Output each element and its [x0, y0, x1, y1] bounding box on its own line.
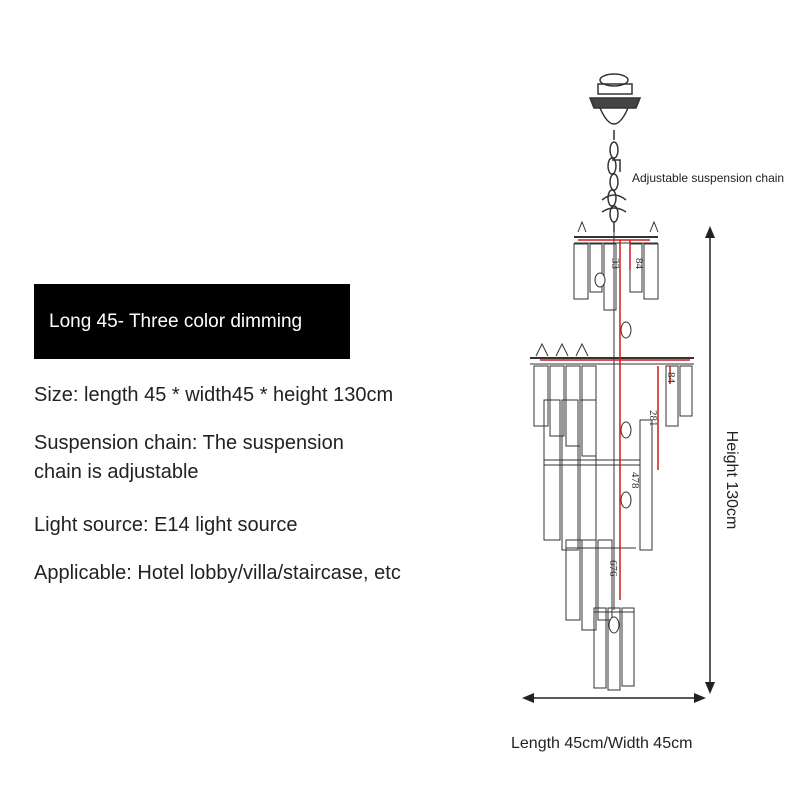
tier-2	[530, 342, 694, 457]
spec-size: Size: length 45 * width45 * height 130cm	[34, 384, 394, 406]
suspension-chain	[601, 141, 627, 232]
dimension-numbers: 84 33 84 281 478 676	[607, 258, 677, 577]
spec-chain-line1: Suspension chain: The suspension	[34, 432, 344, 454]
height-label: Height 130cm	[723, 430, 740, 530]
spec-applicable: Applicable: Hotel lobby/villa/staircase,…	[34, 562, 401, 584]
dim-676: 676	[607, 560, 619, 577]
banner-text: Long 45- Three color dimming	[49, 310, 303, 332]
dim-281: 281	[647, 410, 659, 427]
canopy	[588, 73, 642, 140]
width-arrow	[522, 693, 706, 703]
spec-chain-line2: chain is adjustable	[34, 461, 199, 483]
dim-84-mid: 84	[665, 372, 677, 384]
tier-1	[573, 220, 659, 311]
dim-84-top: 84	[633, 258, 645, 270]
spec-light-source: Light source: E14 light source	[34, 514, 298, 536]
chain-label: Adjustable suspension chain	[632, 171, 785, 185]
red-dimension-lines	[540, 239, 690, 600]
height-arrow	[705, 226, 715, 694]
title-banner: Long 45- Three color dimming	[34, 284, 350, 359]
tier-4	[565, 539, 636, 631]
width-label: Length 45cm/Width 45cm	[511, 735, 693, 752]
tier-3	[543, 399, 653, 551]
dim-478: 478	[629, 472, 641, 489]
dim-33: 33	[609, 258, 621, 270]
bulbs	[594, 272, 632, 634]
